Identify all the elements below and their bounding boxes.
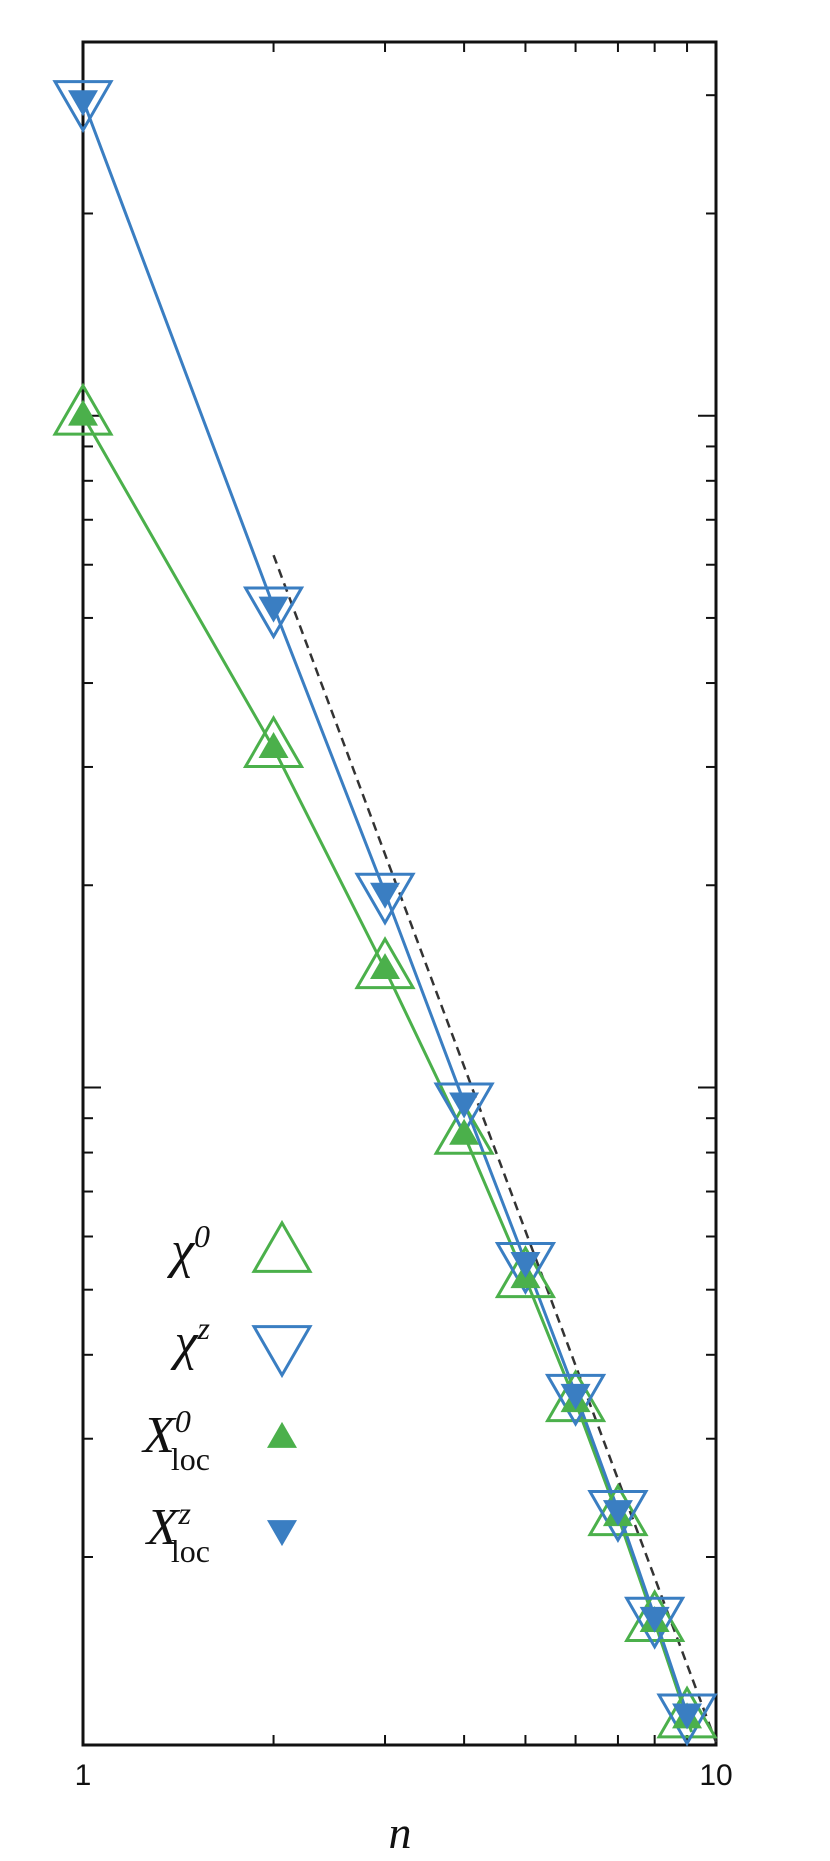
legend-marker-0 (251, 1219, 313, 1273)
data-point-3-5 (560, 1383, 591, 1410)
data-point-1-2 (354, 872, 416, 926)
data-point-1-6 (587, 1490, 649, 1544)
data-point-2-0 (68, 399, 98, 426)
data-point-1-3 (433, 1082, 495, 1136)
legend-label-sub: loc (171, 1441, 210, 1477)
series-markers (52, 80, 718, 1747)
data-point-3-4 (510, 1252, 541, 1278)
data-point-1-1 (242, 586, 305, 640)
legend-label-sup: z (197, 1310, 211, 1346)
legend-label-base: X (145, 1499, 181, 1556)
legend-marker-1 (251, 1325, 313, 1379)
data-point-3-6 (602, 1500, 633, 1527)
x-tick-label: 10 (699, 1759, 732, 1792)
data-point-0-5 (544, 1369, 607, 1423)
x-tick-labels: 1 10 (75, 1759, 733, 1792)
legend-label-base: χ (170, 1314, 199, 1371)
data-point-1-5 (544, 1373, 607, 1427)
data-point-0-2 (354, 936, 416, 990)
x-tick-label: 1 (75, 1759, 92, 1792)
data-point-0-0 (52, 382, 114, 436)
data-point-0-1 (242, 715, 305, 769)
series-line-2 (81, 414, 694, 1733)
data-point-0-8 (656, 1685, 718, 1739)
x-axis-title: n (389, 1807, 412, 1858)
legend-label-base: X (141, 1407, 177, 1464)
legend-label-sup: 0 (194, 1218, 210, 1254)
data-point-3-7 (639, 1606, 670, 1633)
plot-frame (81, 40, 718, 1747)
guide-line-group (272, 554, 718, 1743)
data-point-1-7 (624, 1596, 686, 1650)
legend-label-0: χ0 (166, 1218, 210, 1279)
series-lines (81, 99, 694, 1733)
data-point-2-1 (258, 732, 289, 758)
series-line-3 (81, 99, 694, 1728)
data-point-1-0 (52, 80, 114, 134)
legend-label-sub: loc (171, 1533, 210, 1569)
data-point-0-7 (624, 1589, 686, 1643)
data-point-3-2 (370, 882, 401, 909)
data-point-0-3 (433, 1101, 495, 1155)
guide-line (272, 554, 718, 1743)
legend-label-base: χ (166, 1222, 195, 1279)
axis-ticks (82, 42, 716, 1745)
legend-label-sup: 0 (175, 1403, 191, 1439)
data-point-3-1 (258, 596, 289, 623)
data-point-3-0 (68, 90, 98, 117)
legend-marker-3 (267, 1520, 297, 1547)
legend-marker-2 (267, 1421, 297, 1448)
data-point-2-2 (370, 953, 401, 980)
data-point-3-3 (449, 1092, 480, 1119)
legend-label-sup: z (177, 1495, 191, 1531)
data-point-1-8 (656, 1693, 718, 1747)
data-point-3-8 (672, 1703, 703, 1730)
data-point-0-6 (587, 1483, 649, 1537)
legend-label-1: χz (170, 1310, 211, 1371)
data-point-2-3 (449, 1118, 480, 1145)
data-point-1-4 (494, 1241, 557, 1295)
data-point-0-4 (494, 1245, 557, 1299)
